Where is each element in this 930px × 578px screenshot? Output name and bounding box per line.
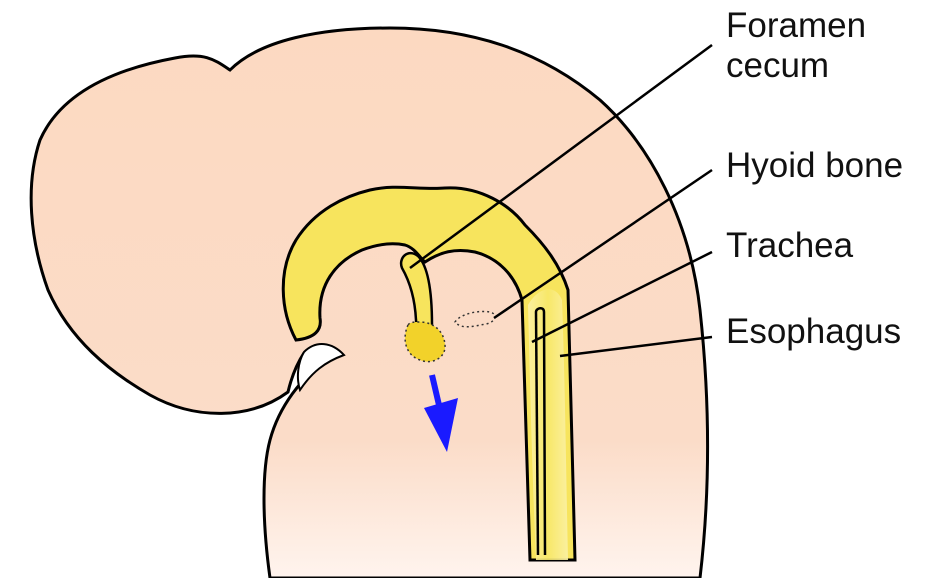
label-trachea: Trachea <box>726 226 853 266</box>
label-foramen-cecum-line2: cecum <box>726 46 829 86</box>
embryo-body <box>31 28 707 578</box>
label-foramen-cecum-line1: Foramen <box>726 6 866 46</box>
label-esophagus: Esophagus <box>726 312 901 352</box>
label-hyoid-bone: Hyoid bone <box>726 146 903 186</box>
